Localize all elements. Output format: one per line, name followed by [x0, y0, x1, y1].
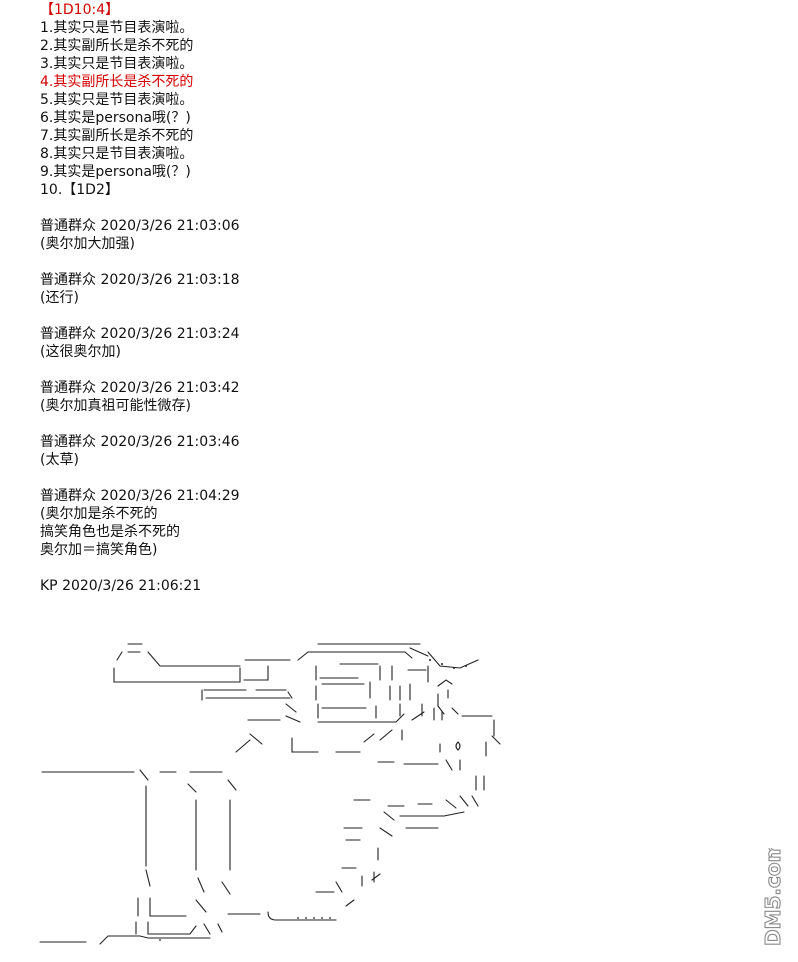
comment-author: 普通群众 — [40, 272, 96, 288]
comment-author: 普通群众 — [40, 380, 96, 396]
dice-header: 【1D10:4】 — [40, 2, 120, 18]
comment-3-text: (这很奥尔加) — [40, 344, 121, 360]
comment-time: 2020/3/26 21:03:18 — [100, 272, 240, 288]
comment-2-text: (还行) — [40, 290, 79, 306]
option-8: 8.其实只是节目表演啦。 — [40, 146, 194, 162]
comment-author: 普通群众 — [40, 488, 96, 504]
comment-author: 普通群众 — [40, 434, 96, 450]
option-10: 10.【1D2】 — [40, 182, 119, 198]
comment-1-header: 普通群众 2020/3/26 21:03:06 — [40, 217, 240, 235]
comment-2-header: 普通群众 2020/3/26 21:03:18 — [40, 271, 240, 289]
comment-author: 普通群众 — [40, 326, 96, 342]
comment-6-header: 普通群众 2020/3/26 21:04:29 — [40, 487, 240, 505]
option-6: 6.其实是persona哦(？) — [40, 110, 191, 126]
watermark-text: DM5.com — [761, 848, 785, 946]
option-1: 1.其实只是节目表演啦。 — [40, 20, 194, 36]
comment-4-header: 普通群众 2020/3/26 21:03:42 — [40, 379, 240, 397]
kp-time: 2020/3/26 21:06:21 — [62, 578, 202, 594]
comment-time: 2020/3/26 21:03:06 — [100, 218, 240, 234]
comment-author: 普通群众 — [40, 218, 96, 234]
comment-4-text: (奥尔加真祖可能性微存) — [40, 398, 191, 414]
comment-time: 2020/3/26 21:03:46 — [100, 434, 240, 450]
option-4-selected: 4.其实副所长是杀不死的 — [40, 74, 194, 90]
comment-1-text: (奥尔加大加强) — [40, 236, 135, 252]
comment-6-text-1: (奥尔加是杀不死的 — [40, 506, 158, 522]
option-7: 7.其实副所长是杀不死的 — [40, 128, 194, 144]
option-3: 3.其实只是节目表演啦。 — [40, 56, 194, 72]
watermark-logo: DM5.com — [760, 848, 785, 947]
comment-time: 2020/3/26 21:03:24 — [100, 326, 240, 342]
comment-time: 2020/3/26 21:04:29 — [100, 488, 240, 504]
comment-3-header: 普通群众 2020/3/26 21:03:24 — [40, 325, 240, 343]
option-9: 9.其实是persona哦(？) — [40, 164, 191, 180]
comment-6-text-3: 奥尔加＝搞笑角色) — [40, 542, 158, 558]
option-5: 5.其实只是节目表演啦。 — [40, 92, 194, 108]
comment-5-header: 普通群众 2020/3/26 21:03:46 — [40, 433, 240, 451]
kp-header: KP 2020/3/26 21:06:21 — [40, 577, 240, 595]
comment-time: 2020/3/26 21:03:42 — [100, 380, 240, 396]
kp-author: KP — [40, 578, 58, 594]
option-2: 2.其实副所长是杀不死的 — [40, 38, 194, 54]
comment-6-text-2: 搞笑角色也是杀不死的 — [40, 524, 180, 540]
post: 【1D10:4】 1.其实只是节目表演啦。 2.其实副所长是杀不死的 3.其实只… — [40, 1, 240, 595]
comment-5-text: (太草) — [40, 452, 79, 468]
